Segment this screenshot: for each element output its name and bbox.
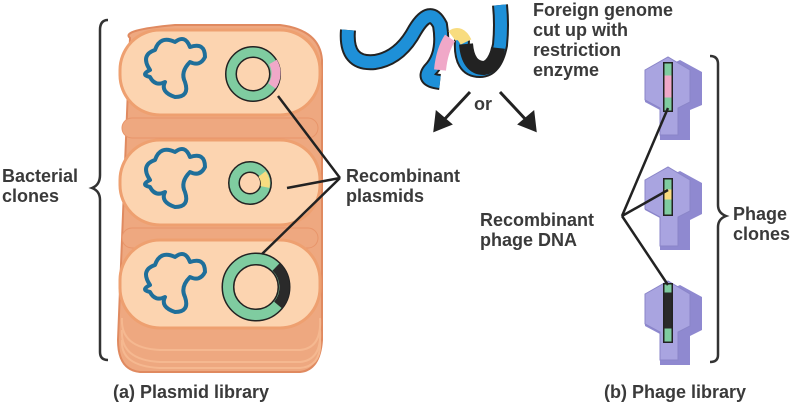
bacterial-cell-2: [118, 138, 322, 227]
or-arrows: [433, 90, 537, 133]
plasmid-library-caption: (a) Plasmid library: [113, 382, 270, 402]
recombinant-phage-dna-label-line-1: Recombinant: [480, 210, 595, 230]
phage-2: [644, 166, 702, 250]
phage-clones-label-line-1: Phage: [733, 204, 788, 224]
phage-clones-label-line-2: clones: [733, 224, 791, 244]
plasmid-3: [221, 252, 291, 322]
plasmid-2: [228, 161, 272, 205]
chromosome-1: [143, 36, 207, 99]
recombinant-plasmids-label-line-1: Recombinant: [346, 166, 461, 186]
foreign-genome: [339, 4, 509, 90]
foreign-genome-label-line-4: enzyme: [533, 60, 600, 80]
chromosomes: [143, 36, 207, 314]
recombinant-plasmids-label: Recombinant plasmids: [346, 166, 460, 206]
phage-library-caption: (b) Phage library: [604, 382, 747, 402]
bacterial-clones-label-line-1: Bacterial: [2, 166, 79, 186]
phage-clones-label: Phage clones: [733, 204, 790, 244]
plasmid-1: [225, 46, 281, 102]
phage-1: [644, 56, 702, 140]
bacterial-clones-bracket: [88, 18, 109, 362]
foreign-genome-label-line-3: restriction: [533, 40, 622, 60]
recombinant-phage-dna-label: Recombinant phage DNA: [480, 210, 594, 250]
chromosome-3: [143, 251, 207, 314]
phage-clones-bracket: [709, 54, 730, 364]
recombinant-plasmids-label-line-2: plasmids: [346, 186, 425, 206]
bacterial-clones-label-line-2: clones: [2, 186, 60, 206]
foreign-genome-label-line-2: cut up with: [533, 20, 628, 40]
bacterial-clones-label: Bacterial clones: [2, 166, 78, 206]
chromosome-2: [143, 146, 207, 209]
phages: [644, 56, 702, 365]
or-label: or: [474, 94, 492, 114]
recombinant-phage-pointers: [620, 107, 670, 286]
foreign-genome-label-line-1: Foreign genome: [533, 0, 674, 20]
phage-3: [644, 280, 702, 365]
bacterial-cell-1: [118, 28, 322, 117]
recombinant-phage-dna-label-line-2: phage DNA: [480, 230, 578, 250]
foreign-genome-label: Foreign genome cut up with restriction e…: [533, 0, 673, 80]
recombinant-plasmids-pointers: [261, 95, 341, 255]
